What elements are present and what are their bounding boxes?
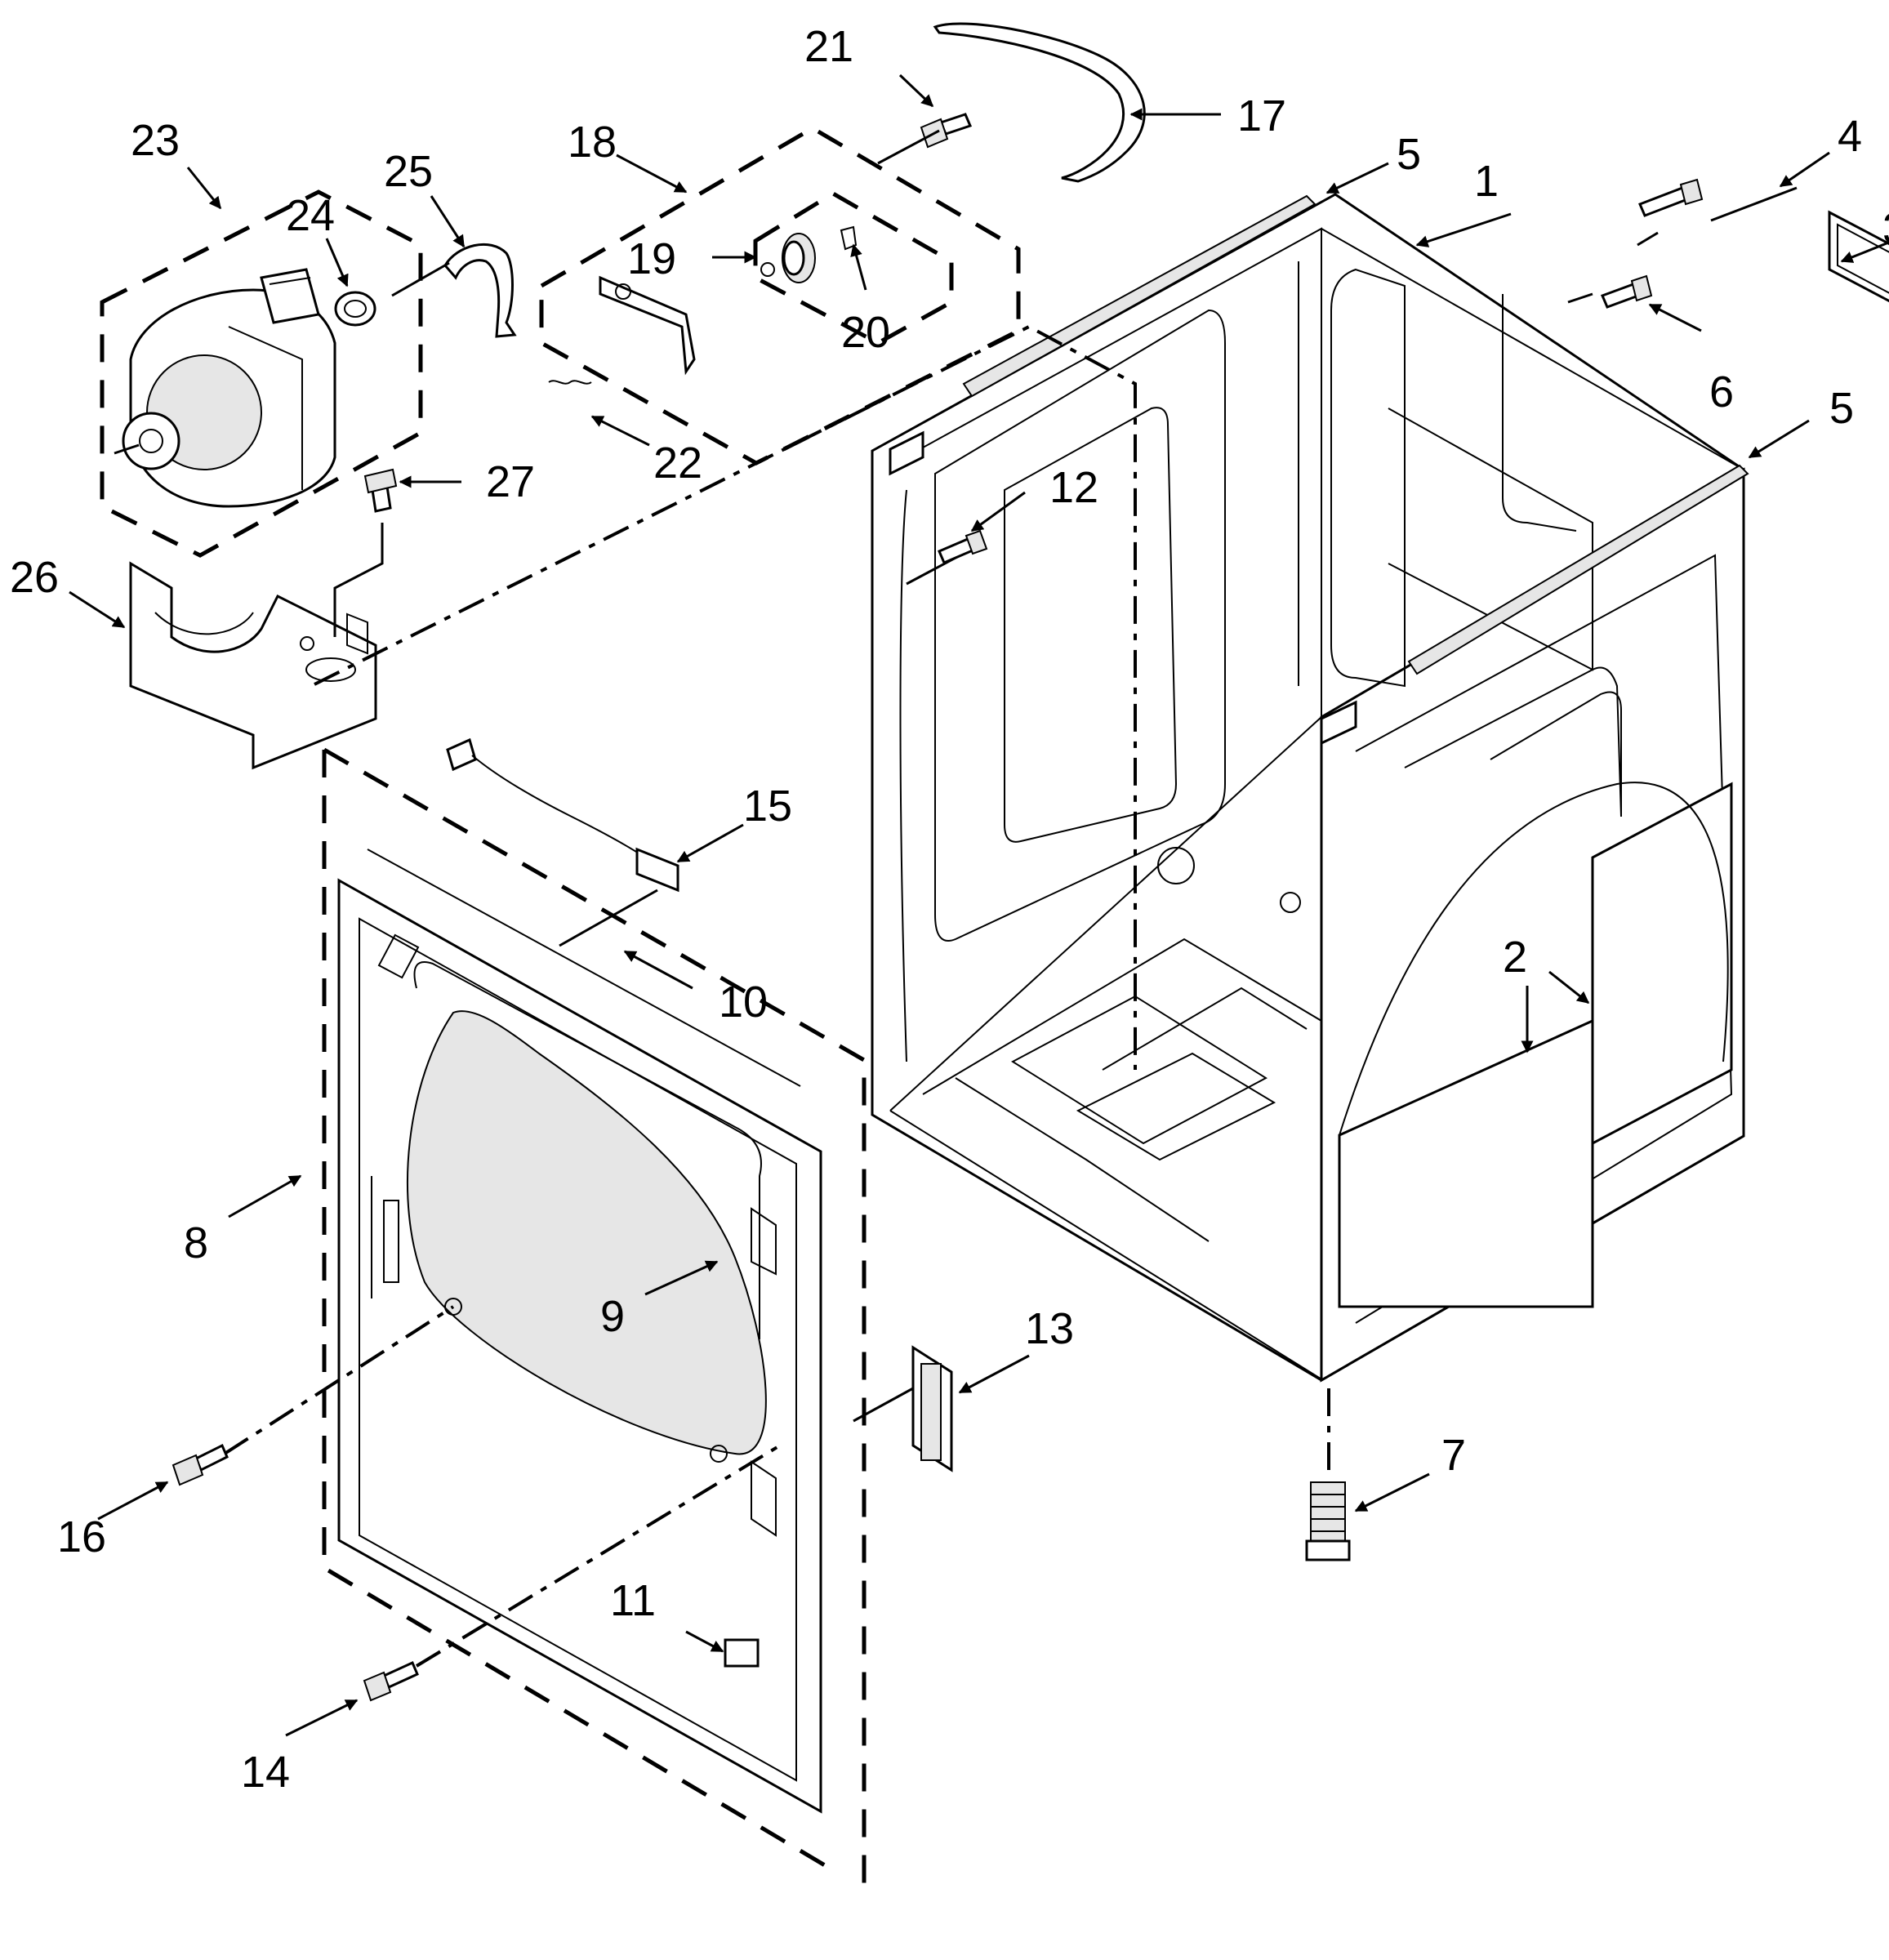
callout-12: 12 bbox=[1049, 463, 1098, 512]
screw-27 bbox=[363, 468, 398, 513]
motor-clamp bbox=[443, 243, 517, 338]
assembly-line-16 bbox=[223, 1305, 455, 1455]
callout-11: 11 bbox=[610, 1576, 656, 1625]
callout-18: 18 bbox=[568, 118, 617, 167]
callout-10: 10 bbox=[719, 978, 768, 1027]
callout-arrows bbox=[69, 74, 1889, 1737]
screw-4 bbox=[1638, 178, 1704, 217]
callout-9: 9 bbox=[600, 1292, 625, 1341]
callout-14: 14 bbox=[241, 1748, 290, 1797]
screw-6 bbox=[1600, 274, 1653, 309]
vent-cover bbox=[1828, 210, 1889, 303]
assembly-line-3-4 bbox=[1567, 186, 1798, 304]
badge bbox=[724, 1638, 760, 1668]
callout-17: 17 bbox=[1237, 91, 1286, 140]
assembly-line-main bbox=[314, 324, 1137, 1070]
door-switch-harness bbox=[446, 737, 679, 893]
idler-pulley bbox=[760, 225, 858, 283]
door-strike bbox=[911, 1345, 953, 1472]
front-group-outline-left bbox=[322, 750, 835, 1873]
callout-1: 1 bbox=[1474, 157, 1499, 206]
motor bbox=[114, 268, 336, 508]
screw-12 bbox=[938, 529, 988, 564]
idler-bracket bbox=[599, 275, 696, 376]
assembly-line-13 bbox=[853, 1387, 914, 1423]
callout-20: 20 bbox=[841, 308, 890, 357]
motor-group-outline bbox=[100, 189, 423, 558]
motor-switch bbox=[334, 291, 376, 327]
callout-7: 7 bbox=[1441, 1431, 1466, 1480]
screw-21 bbox=[920, 113, 973, 149]
idler-spring bbox=[548, 380, 592, 385]
callout-8: 8 bbox=[184, 1218, 208, 1267]
front-panel bbox=[337, 878, 822, 1814]
callout-15: 15 bbox=[743, 782, 792, 831]
assembly-line-27 bbox=[333, 523, 384, 637]
callout-19: 19 bbox=[627, 234, 676, 283]
assembly-line-14 bbox=[415, 1444, 782, 1668]
callout-24: 24 bbox=[286, 191, 335, 240]
callout-21: 21 bbox=[804, 22, 853, 71]
callout-3: 3 bbox=[1882, 204, 1889, 253]
callout-6: 6 bbox=[1709, 368, 1734, 416]
assembly-line-15 bbox=[559, 889, 658, 947]
callout-labels: 1 2 3 4 5 5 6 7 8 9 10 11 12 13 14 15 16… bbox=[10, 22, 1889, 1797]
callout-5-right: 5 bbox=[1829, 384, 1854, 433]
motor-mount bbox=[129, 561, 377, 770]
callout-22: 22 bbox=[653, 439, 702, 488]
screw-16 bbox=[172, 1443, 229, 1486]
callout-4: 4 bbox=[1838, 112, 1862, 161]
callout-16: 16 bbox=[57, 1512, 106, 1561]
callout-26: 26 bbox=[10, 553, 59, 602]
seal-strip bbox=[367, 849, 801, 1087]
belt bbox=[933, 22, 1146, 183]
assembly-line-21 bbox=[877, 129, 940, 165]
cabinet bbox=[871, 193, 1749, 1383]
callout-25: 25 bbox=[384, 147, 433, 196]
callout-13: 13 bbox=[1025, 1304, 1074, 1353]
leveling-leg bbox=[1305, 1481, 1351, 1561]
assembly-line-24 bbox=[391, 261, 450, 297]
callout-27: 27 bbox=[486, 457, 535, 506]
callout-5-top: 5 bbox=[1397, 130, 1421, 179]
callout-2: 2 bbox=[1503, 933, 1527, 982]
screw-14 bbox=[363, 1660, 419, 1702]
callout-23: 23 bbox=[131, 116, 180, 165]
front-group-outline bbox=[323, 747, 867, 1891]
